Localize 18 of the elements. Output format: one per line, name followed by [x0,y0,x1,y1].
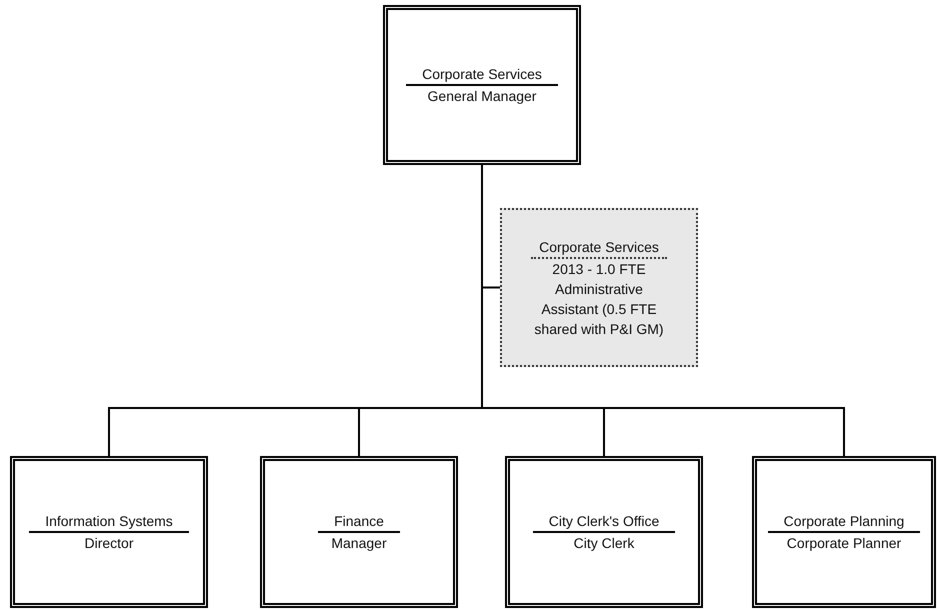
unit-name: Corporate Services [531,236,667,258]
position-title: City Clerk [574,534,634,553]
position-title: General Manager [428,87,536,106]
position-title: Corporate Planner [786,534,902,553]
position-box [383,5,581,165]
unit-name: City Clerk's Office [532,511,676,533]
unit-name: Finance [318,511,400,533]
unit-name: Corporate Services [406,64,558,86]
staff-box [500,208,698,367]
unit-name: Corporate Planning [768,511,920,533]
position-title: Director [84,534,134,553]
position-box [260,456,458,608]
position-box [10,456,208,608]
position-box [752,456,936,608]
position-box [505,456,703,608]
unit-name: Information Systems [29,511,189,533]
position-title: 2013 - 1.0 FTE Administrative Assistant (0.5 FTE shared with P&I GM) [533,260,665,338]
position-title: Manager [331,534,387,553]
